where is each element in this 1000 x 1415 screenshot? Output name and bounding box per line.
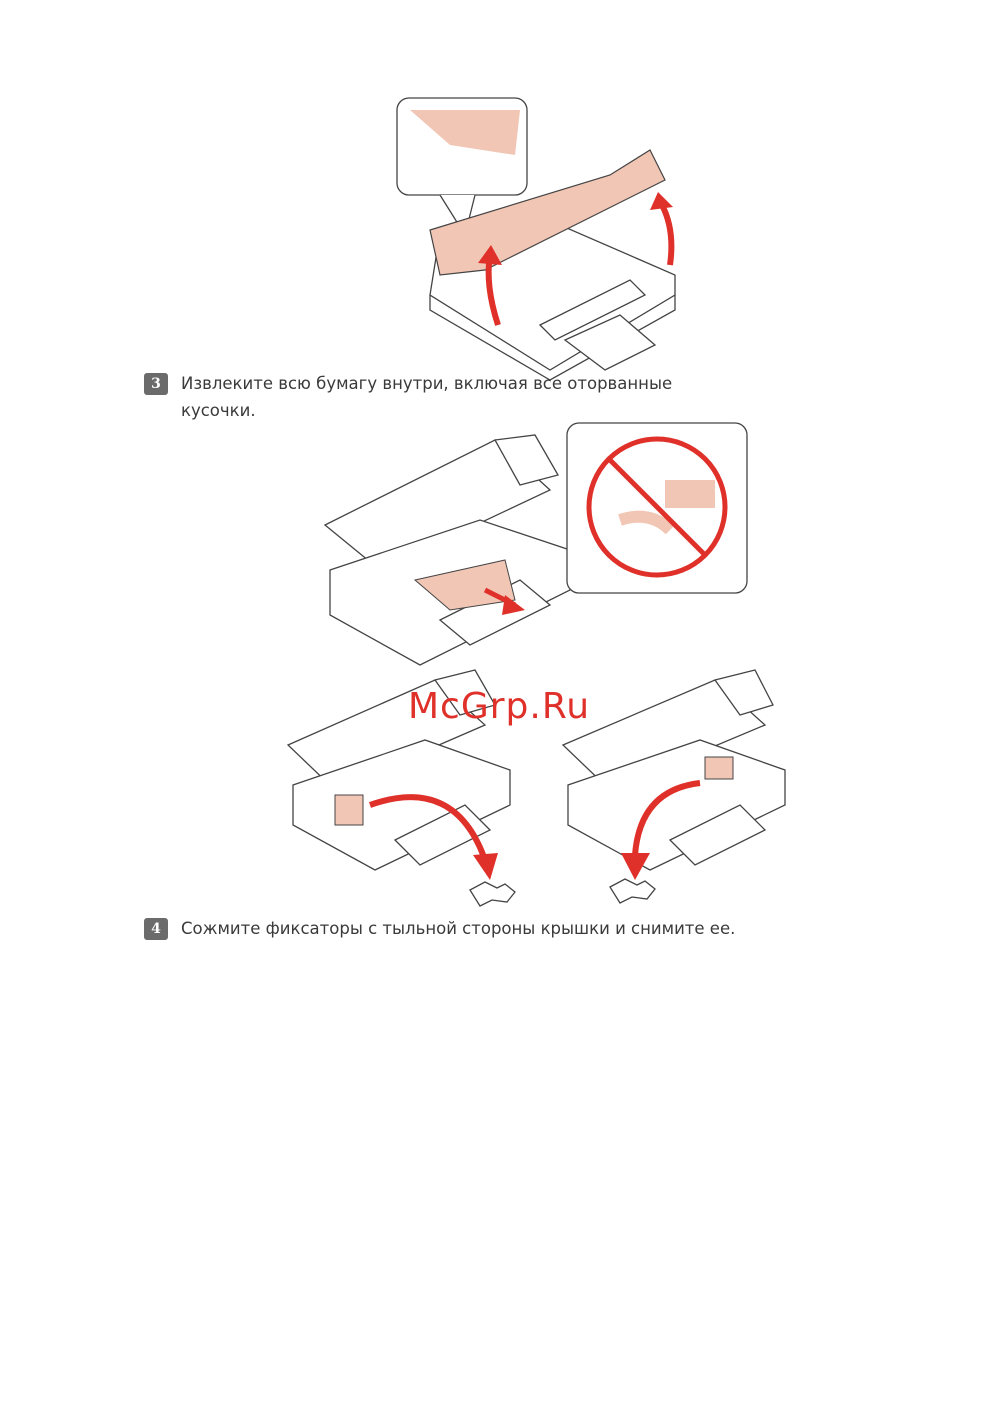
step-number-badge: 4 [144,918,168,940]
step-number-badge: 3 [144,373,168,395]
step-text: Извлеките всю бумагу внутри, включая все… [181,374,673,420]
step-3: 3 Извлеките всю бумагу внутри, включая в… [144,370,744,424]
step-4: 4 Сожмите фиксаторы с тыльной стороны кр… [144,915,744,942]
illustration-remove-torn-pieces [286,669,786,907]
illustration-open-scanner [396,97,676,380]
watermark: McGrp.Ru [408,686,591,727]
illustration-remove-paper [323,422,748,666]
step-text: Сожмите фиксаторы с тыльной стороны крыш… [181,919,736,938]
